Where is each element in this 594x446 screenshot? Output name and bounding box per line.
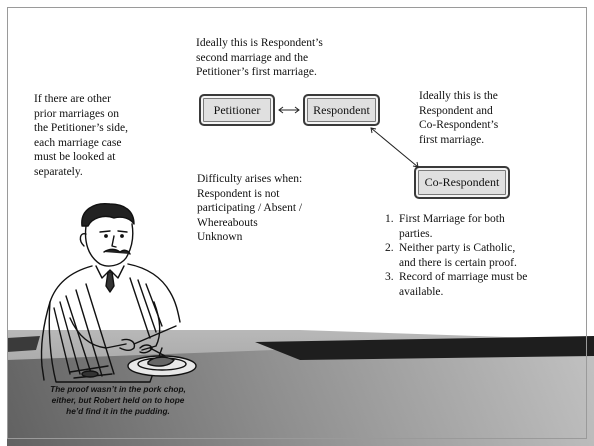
condition-item: 3. Record of marriage must be available. (385, 270, 527, 299)
difficulty-note: Difficulty arises when: Respondent is no… (197, 172, 302, 245)
cartoon-caption: The proof wasn’t in the pork chop, eithe… (28, 384, 208, 417)
respondent-box: Respondent (303, 94, 380, 126)
condition-item: 2. Neither party is Catholic, and there … (385, 241, 527, 270)
right-note-line: Co-Respondent’s (419, 119, 499, 131)
co-respondent-box: Co-Respondent (414, 166, 510, 199)
left-note-line: must be looked at (34, 151, 116, 163)
left-note-line: If there are other (34, 93, 111, 105)
respondent-co-respondent-arrow (370, 127, 419, 168)
left-note-line: separately. (34, 165, 83, 178)
left-note-line: prior marriages on (34, 107, 119, 120)
difficulty-line: Unknown (197, 231, 243, 243)
caption-line: either, but Robert held on to hope (51, 395, 185, 405)
top-note-line: Ideally this is Respondent’s (196, 37, 323, 49)
condition-item: 1. First Marriage for both parties. (385, 212, 527, 241)
condition-number: 1. (385, 213, 394, 225)
left-note: If there are other prior marriages on th… (34, 92, 128, 179)
difficulty-line: Respondent is not (197, 187, 280, 200)
top-note-line: second marriage and the (196, 51, 309, 64)
condition-text: Record of marriage must be (399, 271, 528, 283)
slide-frame (7, 7, 587, 439)
condition-text: and there is certain proof. (399, 256, 517, 269)
right-note-line: first marriage. (419, 133, 485, 146)
top-note: Ideally this is Respondent’s second marr… (196, 36, 323, 80)
condition-text: parties. (399, 227, 433, 240)
condition-text: available. (399, 285, 444, 298)
condition-text: First Marriage for both (399, 213, 505, 225)
difficulty-line: Difficulty arises when: (197, 173, 303, 185)
condition-text: Neither party is Catholic, (399, 242, 516, 254)
caption-line: The proof wasn’t in the pork chop, (50, 384, 186, 394)
left-note-line: each marriage case (34, 136, 122, 149)
conditions-list: 1. First Marriage for both parties. 2. N… (385, 212, 527, 299)
condition-number: 3. (385, 271, 394, 283)
right-note-line: Ideally this is the (419, 90, 498, 102)
right-note-line: Respondent and (419, 104, 493, 117)
top-note-line: Petitioner’s first marriage. (196, 66, 317, 78)
difficulty-line: Whereabouts (197, 216, 258, 229)
caption-line: he’d find it in the pudding. (66, 406, 170, 416)
condition-number: 2. (385, 242, 394, 254)
difficulty-line: participating / Absent / (197, 202, 303, 214)
cartoon-man-eating-illustration (40, 203, 197, 383)
petitioner-box: Petitioner (199, 94, 275, 126)
right-note: Ideally this is the Respondent and Co-Re… (419, 89, 498, 147)
left-note-line: the Petitioner’s side, (34, 122, 129, 134)
